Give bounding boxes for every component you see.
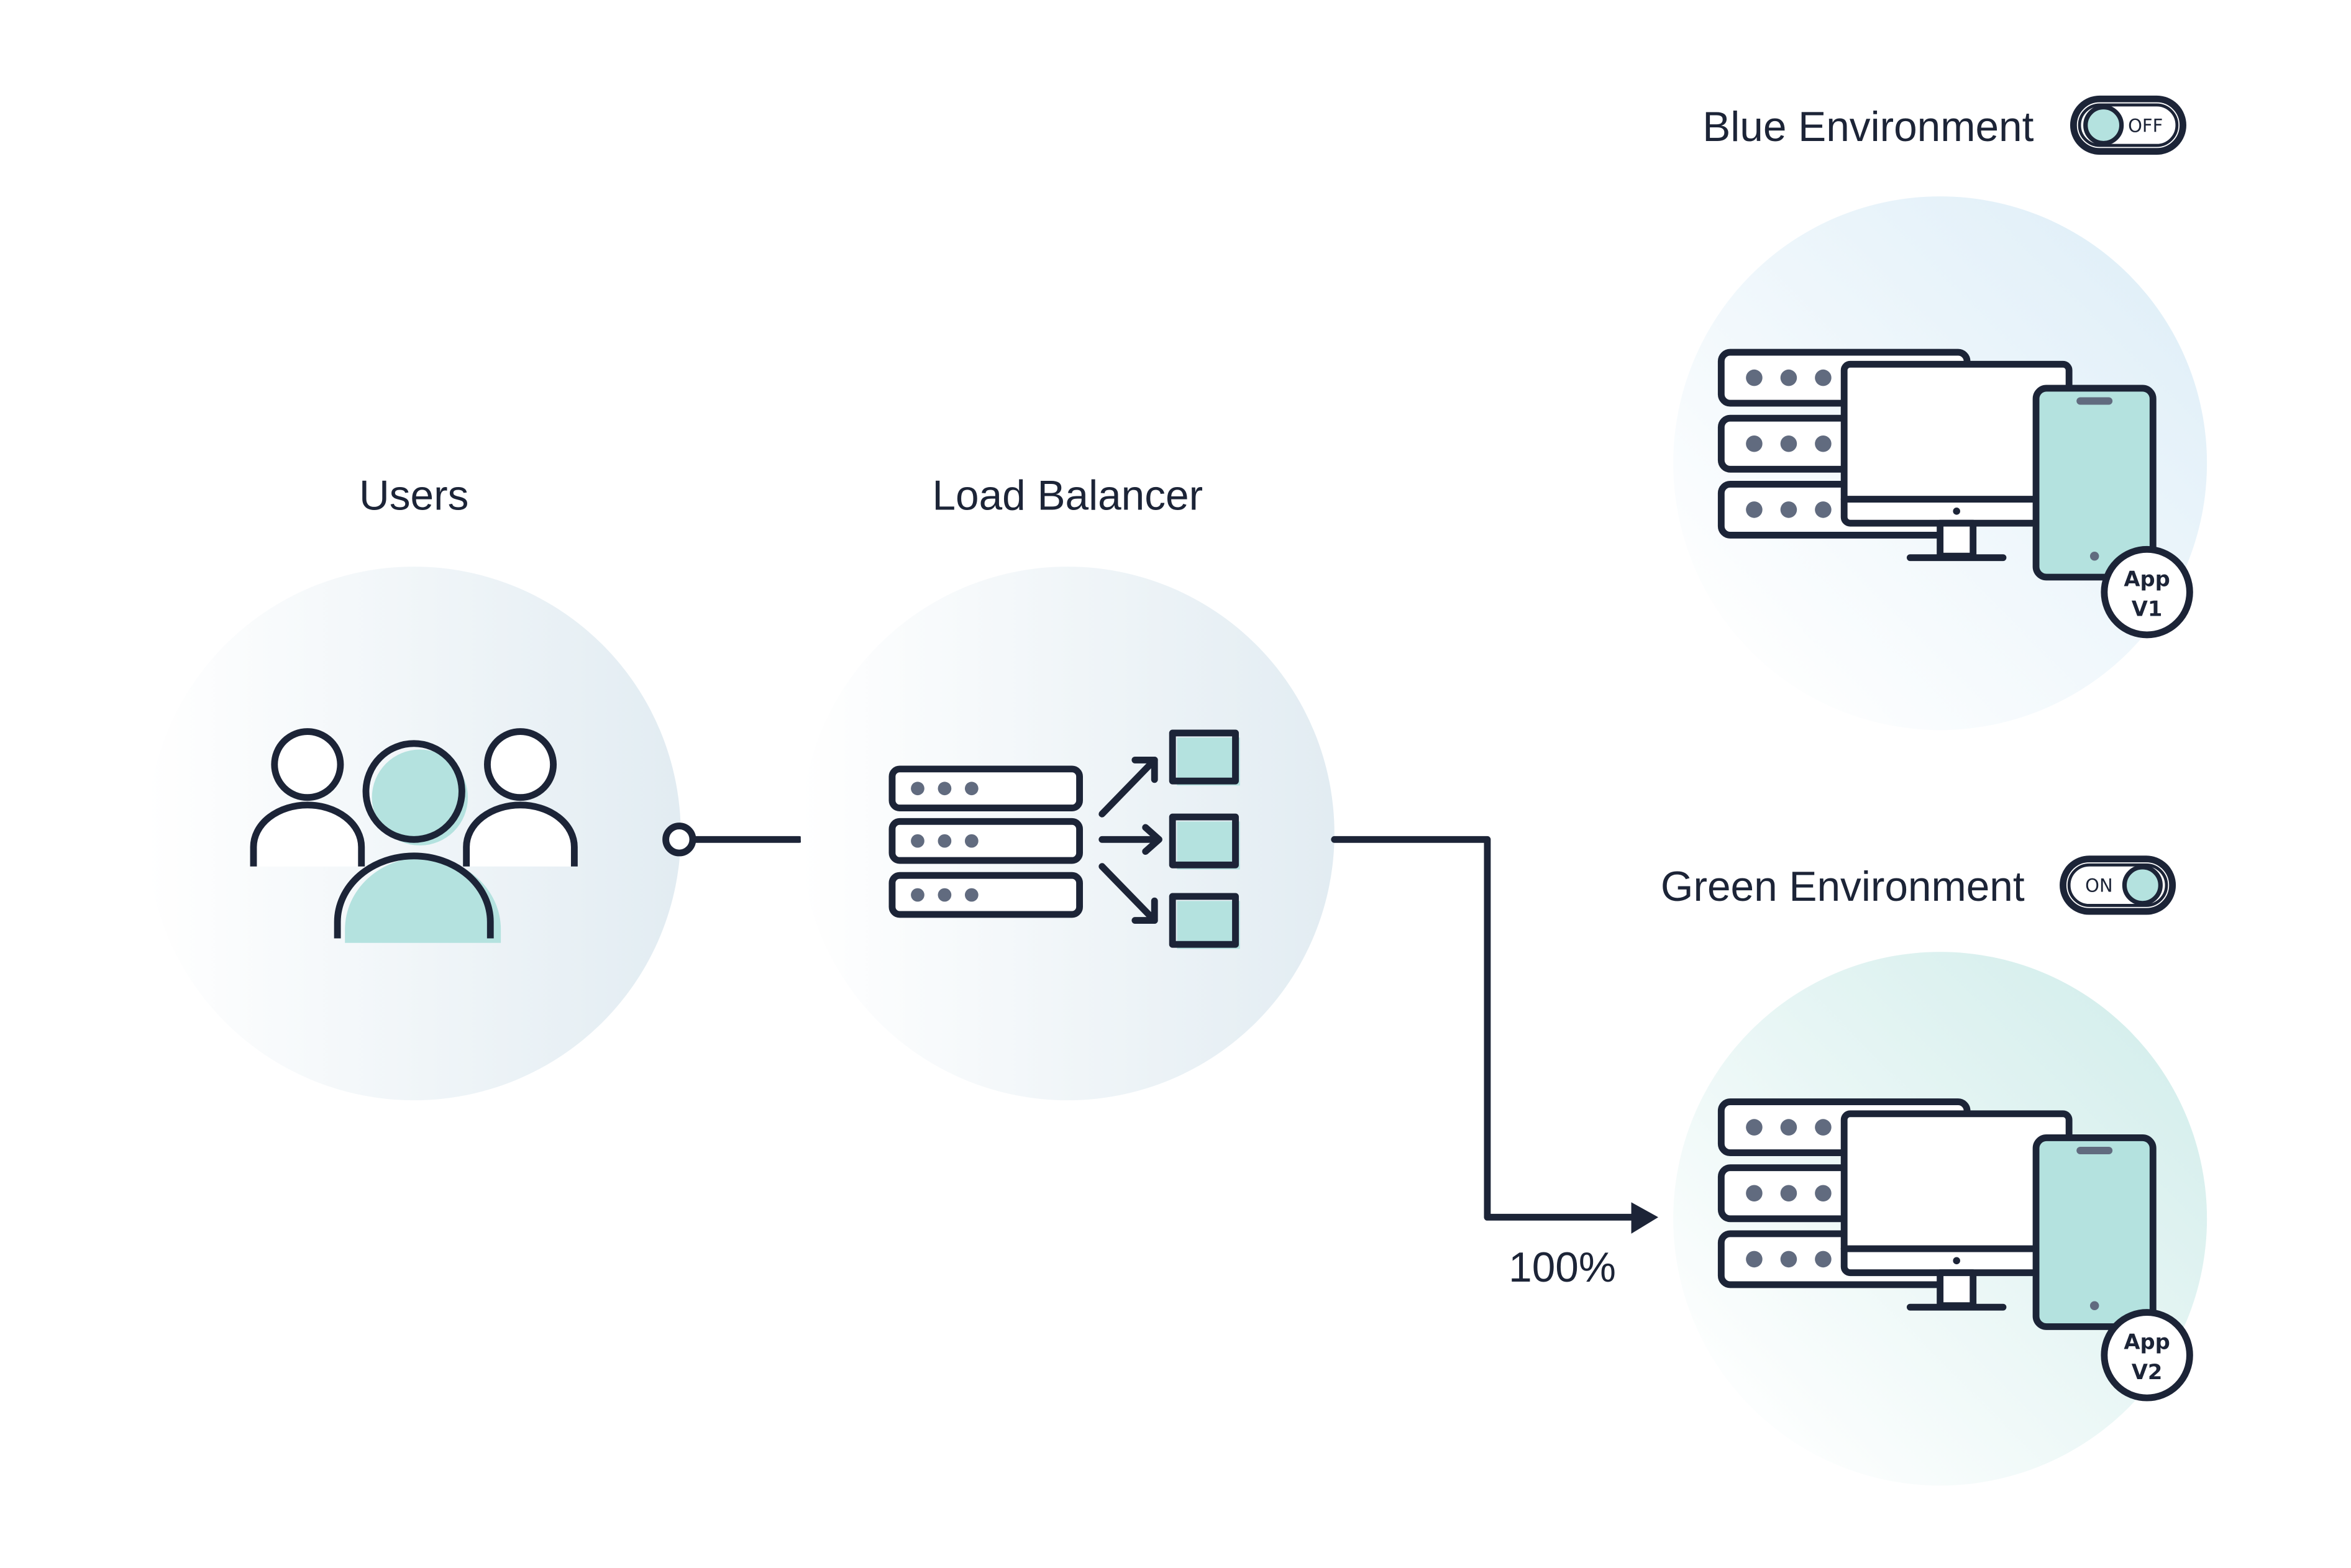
- app-v2-badge: App V2: [2101, 1309, 2193, 1402]
- app-v1-badge: App V1: [2101, 545, 2193, 639]
- users-node: Users: [147, 472, 681, 1101]
- green-toggle-state: ON: [2085, 875, 2112, 896]
- server-rack-icon: [888, 765, 1083, 918]
- badge-v1-line2: V1: [2132, 597, 2163, 621]
- blue-toggle-switch-icon[interactable]: OFF: [2070, 95, 2186, 155]
- routing-arrows-icon: [1098, 756, 1162, 924]
- blue-environment-node: Blue Environment OFF App V1: [1673, 95, 2207, 731]
- traffic-percent: 100%: [1509, 1244, 1616, 1291]
- traffic-route: 100%: [1331, 836, 1658, 1291]
- green-toggle-switch-icon[interactable]: ON: [2060, 855, 2176, 915]
- users-connector: [662, 823, 803, 857]
- green-environment-node: Green Environment ON App V2: [1661, 855, 2207, 1486]
- load-balancer-label: Load Balancer: [932, 472, 1203, 519]
- badge-v2-line1: App: [2124, 1330, 2170, 1354]
- badge-v1-line1: App: [2124, 567, 2170, 591]
- green-environment-label: Green Environment: [1661, 864, 2025, 910]
- traffic-arrowhead: [1631, 1202, 1658, 1234]
- badge-v2-line2: V2: [2132, 1360, 2163, 1384]
- users-label: Users: [359, 472, 468, 519]
- load-balancer-node: Load Balancer: [800, 472, 1335, 1101]
- connector-start-dot: [662, 823, 696, 857]
- target-boxes: [1169, 729, 1240, 949]
- blue-toggle-state: OFF: [2128, 115, 2163, 136]
- blue-environment-label: Blue Environment: [1702, 104, 2034, 150]
- users-group-icon: [250, 728, 578, 943]
